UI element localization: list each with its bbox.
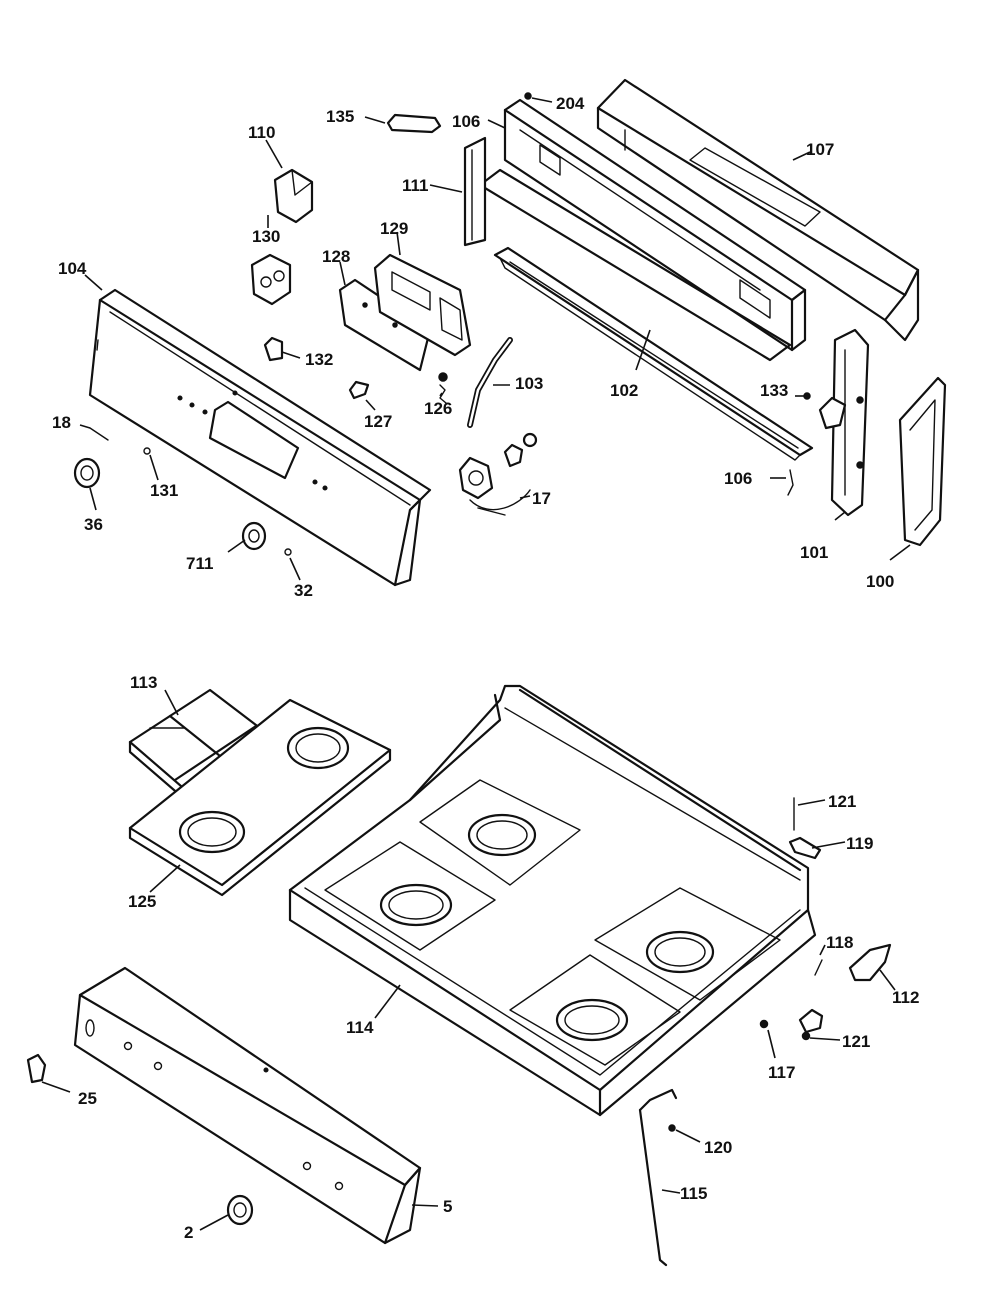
part-104-control-panel (88, 288, 432, 587)
part-204-screw (524, 92, 532, 100)
callout-100: 100 (866, 572, 894, 591)
callout-113: 113 (130, 673, 157, 692)
part-121-lower-screw (801, 1031, 811, 1041)
part-103-tube (467, 337, 513, 428)
part-106-backguard (478, 98, 807, 362)
part-102-trim (493, 246, 814, 461)
callout-110: 110 (248, 123, 275, 142)
callout-131: 131 (150, 481, 178, 500)
callout-135: 135 (326, 107, 354, 126)
callout-204: 204 (556, 94, 585, 113)
callout-111: 111 (402, 176, 429, 195)
callout-121-lower: 121 (842, 1032, 870, 1051)
part-36-knob (73, 457, 101, 489)
part-32-screw (284, 548, 292, 556)
part-115-rod (638, 1088, 678, 1267)
callout-133: 133 (760, 381, 788, 400)
callout-128: 128 (322, 247, 350, 266)
callout-112: 112 (892, 988, 919, 1007)
callout-103: 103 (515, 374, 543, 393)
callout-17: 17 (532, 489, 551, 508)
callout-711: 711 (186, 554, 213, 573)
part-128-panel (338, 278, 432, 372)
part-101-bracket (818, 328, 870, 517)
callout-120: 120 (704, 1138, 732, 1157)
part-25-clip (26, 1053, 47, 1084)
callout-129: 129 (380, 219, 408, 238)
part-118-bracket (798, 959, 824, 1034)
callout-119: 119 (846, 834, 873, 853)
part-126 (438, 372, 448, 404)
part-132 (263, 336, 284, 362)
callout-107: 107 (806, 140, 834, 159)
part-17-valve (458, 432, 538, 516)
part-107-top-cover (596, 78, 920, 342)
part-18-screw (89, 427, 109, 441)
part-2-knob (226, 1194, 254, 1226)
leader-lines (41, 97, 911, 1231)
callout-121-upper: 121 (828, 792, 856, 811)
part-131-screw (143, 447, 151, 455)
callout-132: 132 (305, 350, 333, 369)
callout-2: 2 (184, 1223, 193, 1242)
callout-115: 115 (680, 1184, 707, 1203)
callout-130: 130 (252, 227, 280, 246)
callout-117: 117 (768, 1063, 795, 1082)
callout-118: 118 (826, 933, 853, 952)
part-112-bracket (848, 943, 892, 982)
part-129-clock-assembly (373, 253, 472, 357)
part-5-manifold-panel (73, 966, 422, 1245)
part-120-clip (668, 1124, 676, 1132)
part-106-lower-screw (787, 469, 794, 496)
part-117-screw (759, 1019, 769, 1029)
part-114-cooktop (288, 684, 817, 1117)
part-130 (250, 253, 292, 306)
callout-102: 102 (610, 381, 638, 400)
part-100-side-piece (898, 376, 947, 547)
part-119-bracket (788, 836, 822, 860)
callout-101: 101 (800, 543, 828, 562)
callout-127: 127 (364, 412, 392, 431)
part-125-burner-pan (128, 698, 392, 897)
callout-106-lower: 106 (724, 469, 752, 488)
part-127 (348, 380, 370, 400)
part-111-bracket (463, 136, 487, 247)
part-135 (386, 113, 442, 134)
part-110 (273, 168, 314, 224)
callout-125: 125 (128, 892, 156, 911)
callout-106-upper: 106 (452, 112, 480, 131)
callout-126: 126 (424, 399, 452, 418)
part-711-knob (241, 521, 267, 551)
callout-labels: 204 135 106 107 110 111 130 129 128 104 … (52, 94, 919, 1242)
callout-25: 25 (78, 1089, 97, 1108)
callout-32: 32 (294, 581, 313, 600)
callout-104: 104 (58, 259, 87, 278)
callout-114: 114 (346, 1018, 374, 1037)
callout-36: 36 (84, 515, 103, 534)
callout-18: 18 (52, 413, 71, 432)
callout-5: 5 (443, 1197, 452, 1216)
